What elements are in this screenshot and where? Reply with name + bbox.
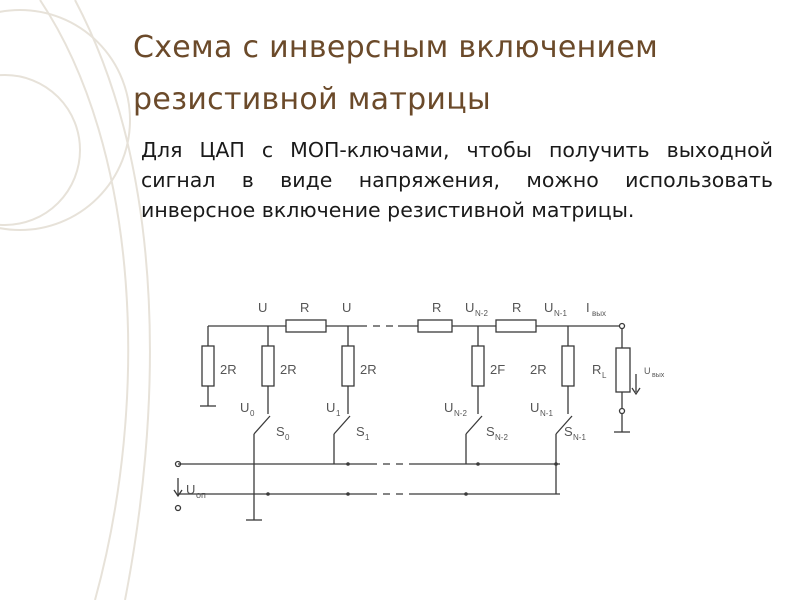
- title-line-1: Схема с инверсным включением: [133, 30, 659, 65]
- label-s1: S: [356, 424, 365, 439]
- circuit-schematic: U U R R U N-2 R U N-1 I вых 2R 2R 2R 2F …: [173, 300, 665, 521]
- label-sub: 1: [365, 433, 370, 442]
- label-sub: оп: [196, 490, 206, 500]
- label-2r: 2F: [490, 362, 505, 377]
- resistor-2r: [261, 345, 275, 387]
- resistor-2r: [341, 345, 355, 387]
- resistor-r: [285, 319, 327, 333]
- label-sub: N-2: [495, 433, 508, 442]
- slide-body-text: Для ЦАП с МОП-ключами, чтобы получить вы…: [141, 138, 773, 222]
- junction-dot: [476, 462, 480, 466]
- label-r-load: R: [592, 362, 601, 377]
- terminal: [174, 504, 182, 512]
- switch-s1: [333, 415, 351, 435]
- resistor-r: [495, 319, 537, 333]
- label-s0: S: [276, 424, 285, 439]
- label-sub: N-2: [454, 409, 467, 418]
- terminal: [618, 322, 626, 330]
- label-2r: 2R: [220, 362, 237, 377]
- junction-dot: [464, 492, 468, 496]
- label-un1: U: [530, 400, 539, 415]
- label-u-out: U: [644, 366, 651, 376]
- label-r: R: [512, 300, 521, 315]
- switch-s0: [253, 415, 271, 435]
- label-u-top: U: [258, 300, 267, 315]
- label-u-ref: U: [186, 482, 195, 497]
- slide-title: Схема с инверсным включением резистивной…: [133, 22, 773, 126]
- junction-dot: [554, 462, 558, 466]
- decor-circle: [0, 9, 131, 231]
- label-2r: 2R: [360, 362, 377, 377]
- label-sn2: S: [486, 424, 495, 439]
- label-sub: вых: [652, 372, 665, 379]
- ref-arrow-head: [173, 489, 183, 498]
- label-sub: вых: [592, 309, 606, 318]
- label-sub: N-1: [540, 409, 553, 418]
- label-u-n2: U: [465, 300, 474, 315]
- label-sub: N-2: [475, 309, 488, 318]
- label-sub: L: [602, 371, 607, 380]
- label-u0: U: [240, 400, 249, 415]
- resistor-r: [417, 319, 453, 333]
- terminal: [618, 407, 626, 415]
- decor-circle: [0, 74, 81, 226]
- label-sub: 0: [285, 433, 290, 442]
- switch-sn1: [555, 415, 573, 435]
- junction-dot: [346, 492, 350, 496]
- label-u-top: U: [342, 300, 351, 315]
- label-sub: N-1: [573, 433, 586, 442]
- junction-dot: [266, 492, 270, 496]
- label-sub: N-1: [554, 309, 567, 318]
- decor-curve: [39, 0, 130, 600]
- label-r: R: [432, 300, 441, 315]
- resistor-load: [615, 347, 631, 393]
- label-u-n1: U: [544, 300, 553, 315]
- label-sub: 1: [336, 409, 341, 418]
- output-arrow-head: [631, 387, 641, 396]
- label-r: R: [300, 300, 309, 315]
- switch-sn2: [465, 415, 483, 435]
- label-u1: U: [326, 400, 335, 415]
- label-sn1: S: [564, 424, 573, 439]
- label-2r: 2R: [530, 362, 547, 377]
- label-sub: 0: [250, 409, 255, 418]
- junction-dot: [346, 462, 350, 466]
- resistor-2r: [561, 345, 575, 387]
- label-i-out: I: [586, 300, 590, 315]
- title-line-2: резистивной матрицы: [133, 82, 491, 117]
- terminal: [174, 460, 182, 468]
- resistor-2r: [471, 345, 485, 387]
- label-2r: 2R: [280, 362, 297, 377]
- resistor-2r: [201, 345, 215, 387]
- label-un2: U: [444, 400, 453, 415]
